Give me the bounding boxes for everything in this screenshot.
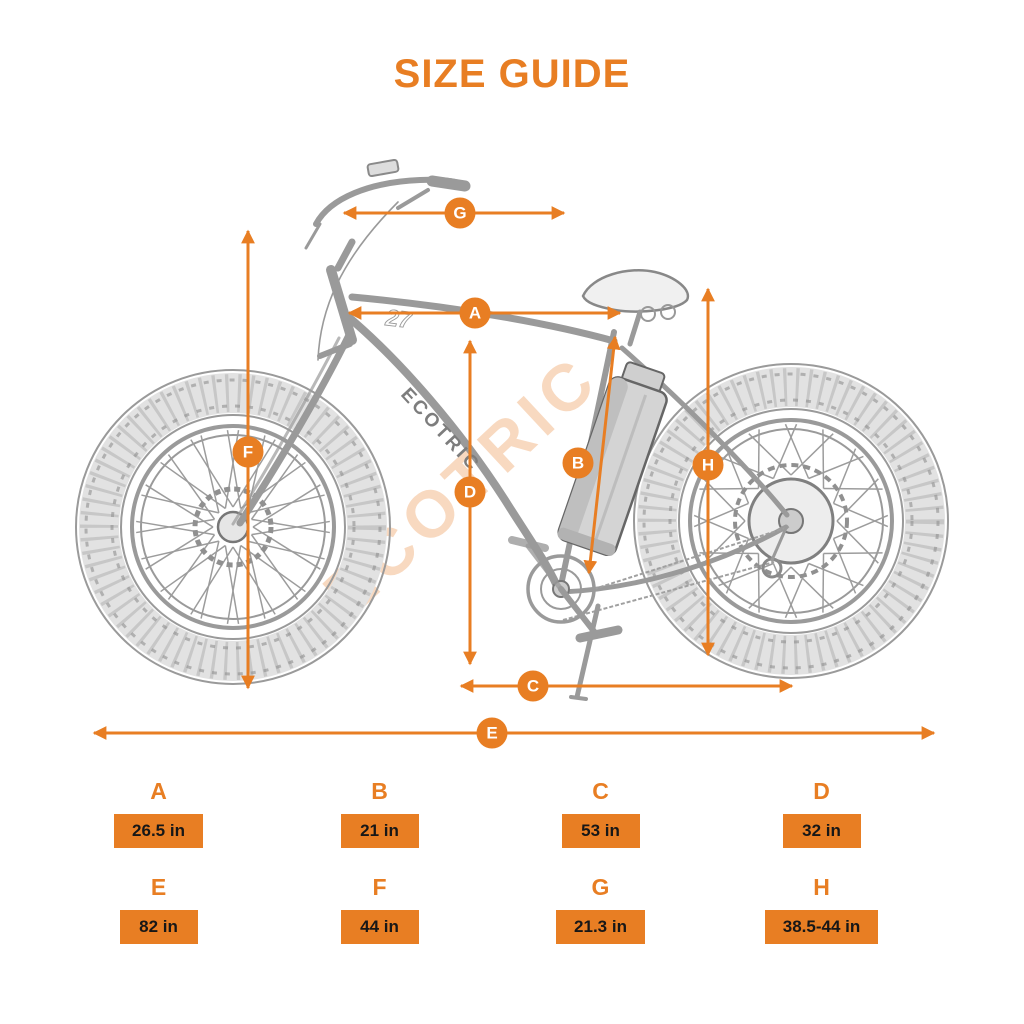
dimension-badge-e: E bbox=[476, 717, 508, 749]
measurement-letter-b: B bbox=[371, 778, 388, 804]
dimension-badge-d: D bbox=[454, 476, 486, 508]
fork-crown bbox=[317, 341, 353, 359]
measurement-letter-d: D bbox=[813, 778, 830, 804]
display-unit bbox=[366, 158, 400, 178]
legend-item-a: A 26.5 in bbox=[48, 778, 269, 848]
frame-logo-text: 27 bbox=[383, 304, 414, 333]
svg-text:H: H bbox=[702, 456, 714, 475]
legend-item-g: G 21.3 in bbox=[490, 874, 711, 944]
handlebar bbox=[304, 158, 471, 272]
svg-text:B: B bbox=[572, 454, 584, 473]
legend-item-f: F 44 in bbox=[269, 874, 490, 944]
dimension-badge-g: G bbox=[444, 197, 476, 229]
measurement-value-a: 26.5 in bbox=[114, 814, 203, 848]
dimension-badge-c: C bbox=[517, 670, 549, 702]
chainring bbox=[526, 554, 596, 624]
seat-post bbox=[627, 309, 643, 347]
svg-text:G: G bbox=[453, 204, 466, 223]
legend-item-b: B 21 in bbox=[269, 778, 490, 848]
legend-item-h: H 38.5-44 in bbox=[711, 874, 932, 944]
rear-disc-rotor bbox=[733, 463, 849, 579]
pedal bbox=[508, 536, 549, 552]
dimension-badge-a: A bbox=[459, 297, 491, 329]
crank-arm bbox=[558, 586, 599, 637]
front-disc-rotor bbox=[192, 486, 274, 568]
legend-item-c: C 53 in bbox=[490, 778, 711, 848]
grip bbox=[426, 175, 471, 192]
measurement-value-b: 21 in bbox=[340, 814, 419, 848]
saddle-spring bbox=[660, 304, 676, 320]
chain bbox=[593, 526, 790, 590]
dimension-badges: A B C D E F G bbox=[232, 197, 724, 749]
dimension-arrow-b bbox=[583, 335, 621, 575]
dimension-badge-h: H bbox=[692, 449, 724, 481]
dimension-badge-f: F bbox=[232, 436, 264, 468]
saddle bbox=[581, 269, 690, 347]
measurement-value-e: 82 in bbox=[119, 910, 198, 944]
pedal bbox=[575, 625, 623, 643]
measurement-legend: A 26.5 in B 21 in C 53 in D 32 in E 82 i… bbox=[48, 778, 932, 944]
measurement-value-c: 53 in bbox=[561, 814, 640, 848]
head-tube bbox=[326, 265, 357, 345]
brake-lever bbox=[396, 188, 430, 210]
dimension-badge-b: B bbox=[562, 447, 594, 479]
measurement-letter-c: C bbox=[592, 778, 609, 804]
measurement-letter-h: H bbox=[813, 874, 830, 900]
legend-item-e: E 82 in bbox=[48, 874, 269, 944]
svg-text:D: D bbox=[464, 483, 476, 502]
svg-text:E: E bbox=[486, 724, 497, 743]
bike-size-diagram: ECOTRIC bbox=[75, 158, 949, 749]
measurement-value-d: 32 in bbox=[782, 814, 861, 848]
legend-item-d: D 32 in bbox=[711, 778, 932, 848]
measurement-letter-e: E bbox=[150, 874, 167, 900]
page-title: SIZE GUIDE bbox=[393, 52, 631, 96]
svg-text:C: C bbox=[527, 677, 539, 696]
front-wheel bbox=[75, 369, 391, 685]
svg-text:A: A bbox=[469, 304, 481, 323]
down-tube bbox=[342, 311, 561, 590]
brake-cable bbox=[317, 201, 399, 361]
measurement-value-h: 38.5-44 in bbox=[764, 910, 879, 944]
svg-text:F: F bbox=[243, 443, 253, 462]
measurement-letter-g: G bbox=[591, 874, 610, 900]
stem bbox=[334, 238, 356, 272]
measurement-value-f: 44 in bbox=[340, 910, 419, 944]
rear-wheel bbox=[633, 363, 949, 679]
front-spokes bbox=[136, 430, 330, 624]
measurement-letter-f: F bbox=[372, 874, 387, 900]
measurement-value-g: 21.3 in bbox=[556, 910, 645, 944]
crank-drivetrain bbox=[508, 526, 790, 701]
measurement-letter-a: A bbox=[150, 778, 167, 804]
